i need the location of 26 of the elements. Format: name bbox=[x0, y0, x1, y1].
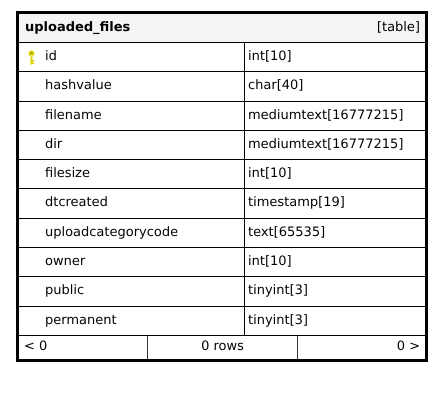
column-name: dir bbox=[45, 136, 62, 152]
data-type: tinyint[3] bbox=[248, 312, 308, 328]
column-name: filename bbox=[45, 108, 102, 123]
table-type: [table] bbox=[376, 20, 420, 35]
data-type: tinyint[3] bbox=[248, 283, 308, 298]
data-type: int[10] bbox=[248, 166, 292, 182]
data-type: mediumtext[16777215] bbox=[248, 108, 404, 123]
column-name: public bbox=[45, 283, 84, 298]
data-type: text[65535] bbox=[248, 224, 326, 240]
column-name: owner bbox=[45, 254, 86, 270]
column-name: permanent bbox=[45, 312, 117, 328]
column-name: id bbox=[45, 49, 57, 64]
column-name: hashvalue bbox=[45, 78, 112, 94]
column-name: dtcreated bbox=[45, 195, 108, 210]
table-name: uploaded_files bbox=[25, 20, 130, 35]
data-type: int[10] bbox=[248, 49, 292, 64]
data-type: char[40] bbox=[248, 78, 304, 94]
column-name: uploadcategorycode bbox=[45, 224, 178, 240]
row-offset: 0 > bbox=[396, 338, 420, 354]
row-offset: < 0 bbox=[24, 338, 48, 354]
data-type: timestamp[19] bbox=[248, 195, 345, 210]
data-type: mediumtext[16777215] bbox=[248, 136, 404, 152]
row-count: 0 rows bbox=[201, 338, 244, 354]
table bbox=[16, 11, 428, 362]
column-name: filesize bbox=[45, 166, 90, 182]
data-type: int[10] bbox=[248, 254, 292, 270]
